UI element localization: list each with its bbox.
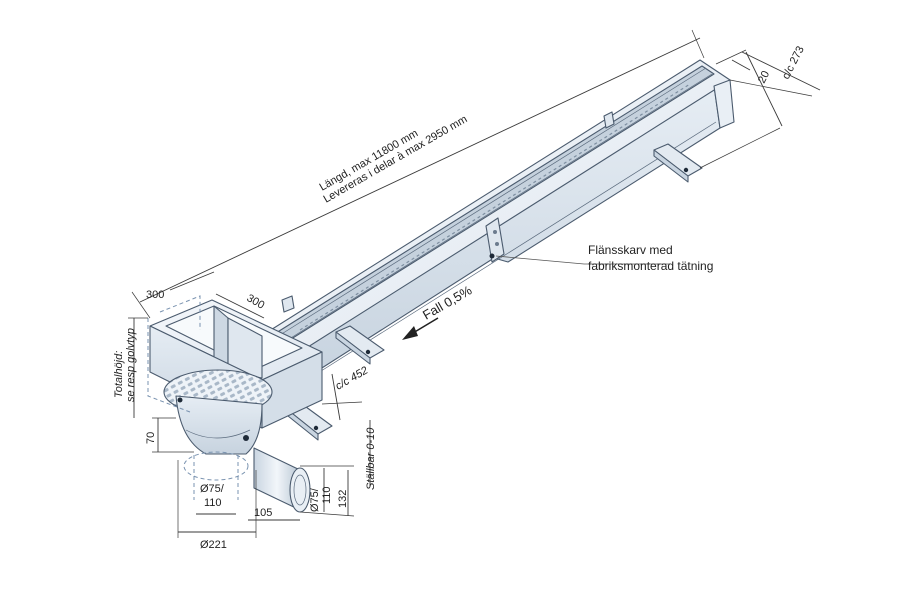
- bracket-1: [653, 143, 703, 183]
- flange-joint: [485, 217, 505, 263]
- adjustable-label: Ställbar 0-10: [365, 427, 377, 490]
- total-height-label-2: se resp golvtyp: [125, 328, 137, 402]
- dim132-label: 132: [337, 490, 349, 508]
- dim105-label: 105: [254, 507, 272, 519]
- dia-left-label-1: Ø75/: [200, 483, 225, 495]
- dim300-left-label: 300: [146, 289, 164, 301]
- dia-left-label-2: 110: [204, 497, 222, 509]
- cc273-label: c/c 273: [780, 44, 807, 81]
- flange-label-1: Flänsskarv med: [588, 243, 673, 257]
- dia-right-label-1: Ø75/: [309, 487, 321, 512]
- total-height-label-1: Totalhöjd:: [113, 351, 125, 398]
- dia221-label: Ø221: [200, 539, 227, 551]
- length-label-2: Levereras i delar à max 2950 mm: [322, 113, 470, 205]
- fall-arrow: [402, 317, 439, 340]
- bracket-2: [335, 325, 385, 365]
- dim20-label: 20: [756, 69, 772, 85]
- flange-label-2: fabriksmonterad tätning: [588, 259, 713, 273]
- flange-leader: [495, 255, 585, 265]
- hidden-lines: [147, 295, 249, 500]
- outlet-pipe: [253, 447, 311, 513]
- cc452-label: c/c 452: [334, 364, 371, 392]
- drain-channel: [257, 59, 735, 383]
- sump-box: [149, 299, 323, 455]
- mounting-brackets: [281, 111, 703, 441]
- dim70-label: 70: [145, 432, 157, 444]
- dim300-right-label: 300: [245, 292, 267, 312]
- dimension-lines: [128, 29, 821, 538]
- dia-right-label-2: 110: [321, 486, 333, 504]
